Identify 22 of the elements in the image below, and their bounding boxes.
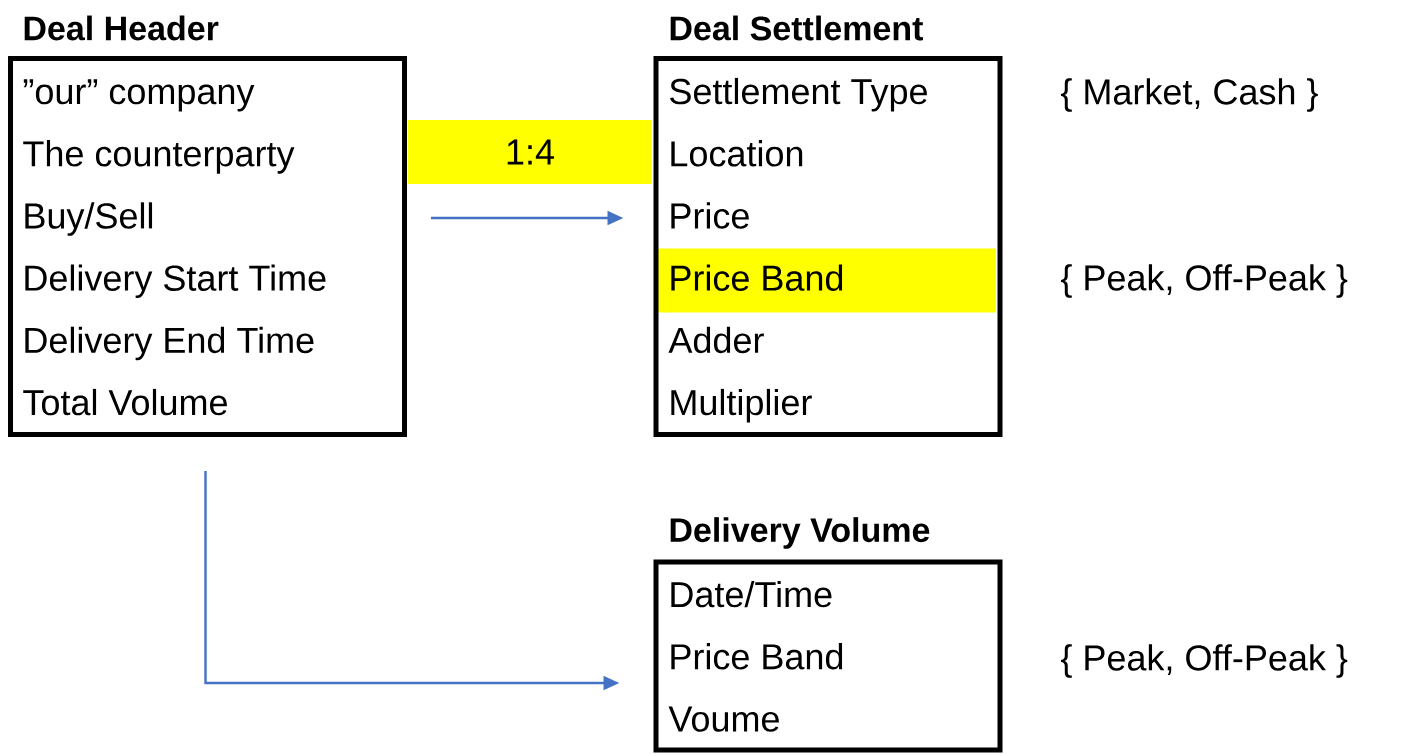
field-name: ”our” company — [23, 79, 255, 112]
entity-title: Delivery Volume — [670, 517, 930, 549]
field-name: Delivery End Time — [25, 326, 314, 361]
field-name: Date/Time — [671, 580, 832, 608]
field-name: Delivery Start Time — [25, 264, 326, 299]
field-name: Settlement Type — [670, 77, 927, 112]
entity-title: Deal Settlement — [670, 15, 924, 41]
field-name: Multiplier — [671, 388, 812, 423]
value-set: { Market, Cash } — [1061, 78, 1318, 112]
entity-title: Deal Header — [24, 15, 219, 41]
edge-label: 1:4 — [408, 120, 652, 184]
field-name: The counterparty — [23, 140, 295, 174]
field-name: Total Volume — [23, 388, 227, 416]
value-set: { Peak, Off-Peak } — [1061, 264, 1348, 298]
field-name: Voume — [668, 706, 779, 732]
field-name: Price — [671, 202, 749, 229]
field-name: Price Band — [671, 643, 843, 670]
value-set: { Peak, Off-Peak } — [1061, 644, 1348, 678]
field-name: Adder — [668, 326, 764, 354]
field-name: Buy/Sell — [25, 202, 153, 236]
field-name: Location — [671, 140, 803, 167]
field-name: Price Band — [671, 264, 843, 291]
